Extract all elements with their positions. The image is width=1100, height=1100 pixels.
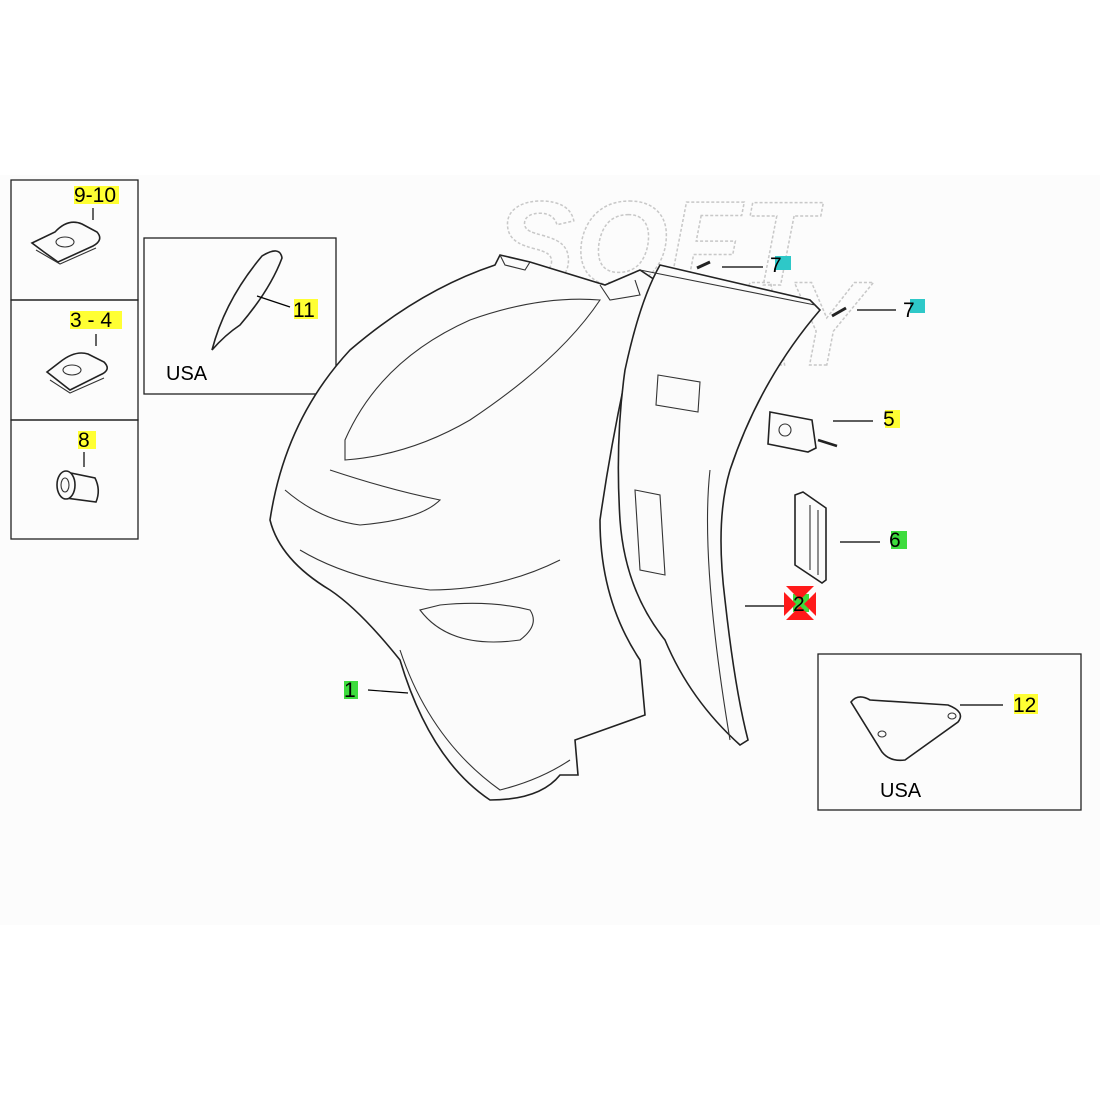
label-8: 8	[78, 429, 90, 452]
label-2: 2	[793, 593, 805, 616]
front-shield-part: 1	[269, 254, 672, 801]
label-12: 12	[1013, 694, 1036, 717]
label-6: 6	[889, 529, 901, 552]
trim-piece-11-icon: 11 USA	[166, 250, 318, 385]
switch-part: 5	[767, 408, 900, 453]
bushing-icon: 8	[56, 429, 100, 503]
screw-right-part: 7	[831, 299, 925, 322]
inset-box-12	[817, 653, 1082, 811]
screw-top-part: 7	[696, 254, 791, 277]
leg-shield-part: 2	[617, 264, 822, 746]
clip-nut-small-icon: 3 - 4	[45, 309, 122, 394]
label-7-top: 7	[770, 254, 782, 277]
label-9-10: 9-10	[74, 184, 116, 207]
label-3-4: 3 - 4	[70, 309, 112, 332]
inset-box-11	[143, 237, 337, 395]
cover-plate-12-icon: 12 USA	[850, 694, 1038, 802]
label-7-right: 7	[903, 299, 915, 322]
red-marker-icon	[784, 586, 816, 620]
clip-nut-icon: 9-10	[30, 184, 119, 265]
label-1: 1	[344, 679, 356, 702]
inset-box-8	[10, 419, 139, 540]
cover-part: 6	[794, 491, 907, 584]
usa-note-11: USA	[166, 363, 208, 385]
usa-note-12: USA	[880, 780, 922, 802]
label-11: 11	[293, 299, 315, 322]
label-5: 5	[883, 408, 895, 431]
